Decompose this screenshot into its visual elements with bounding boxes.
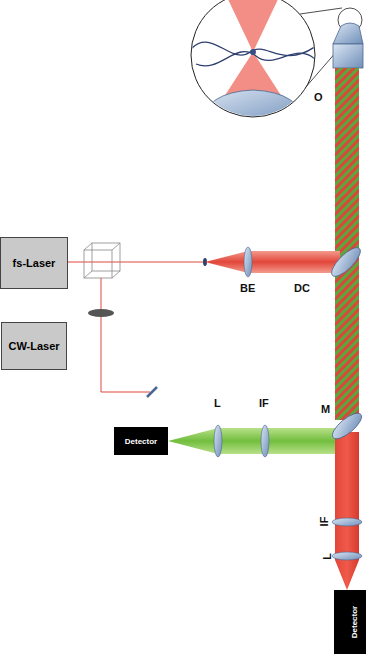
- red-beam: [335, 432, 359, 560]
- interference-filter: [261, 425, 269, 457]
- part-label: L: [214, 398, 221, 409]
- detector-box: Detector: [114, 427, 168, 455]
- part-label: IF: [259, 398, 269, 409]
- focus-inset: [192, 0, 318, 125]
- focused-red-beam: [335, 560, 359, 590]
- expanding-beam: [205, 251, 248, 273]
- node-label: fs-Laser: [13, 257, 56, 269]
- objective-tip: [333, 23, 363, 44]
- part-label: IF: [319, 517, 330, 527]
- focused-green-beam: [168, 428, 218, 454]
- detector-box: Detector: [334, 590, 366, 654]
- node-label: Detector: [125, 437, 157, 446]
- beam-expander-lens: [244, 247, 252, 277]
- lens: [214, 425, 222, 457]
- green-beam: [218, 428, 338, 454]
- mirror: [329, 409, 366, 443]
- interference-filter: [332, 518, 362, 526]
- part-label: BE: [240, 283, 255, 294]
- part-label: L: [322, 553, 333, 560]
- part-label: O: [314, 92, 323, 103]
- objective-body: [333, 44, 363, 68]
- beam-splitter-cube: [84, 243, 120, 278]
- node-label: Detector: [350, 606, 359, 638]
- leader-line: [300, 8, 342, 14]
- fs-beam: [68, 262, 205, 263]
- laser-box: fs-Laser: [0, 237, 68, 289]
- filter-disk: [88, 309, 114, 317]
- laser-box: CW-Laser: [1, 322, 67, 370]
- dichroic-mirror: [328, 244, 365, 281]
- expanded-beam: [248, 251, 340, 273]
- lens: [332, 552, 362, 560]
- node-label: CW-Laser: [8, 340, 59, 352]
- cw-beam: [101, 278, 150, 392]
- part-label: DC: [294, 283, 310, 294]
- combined-beam: [335, 68, 359, 420]
- small-mirror: [147, 387, 157, 397]
- part-label: M: [321, 404, 330, 415]
